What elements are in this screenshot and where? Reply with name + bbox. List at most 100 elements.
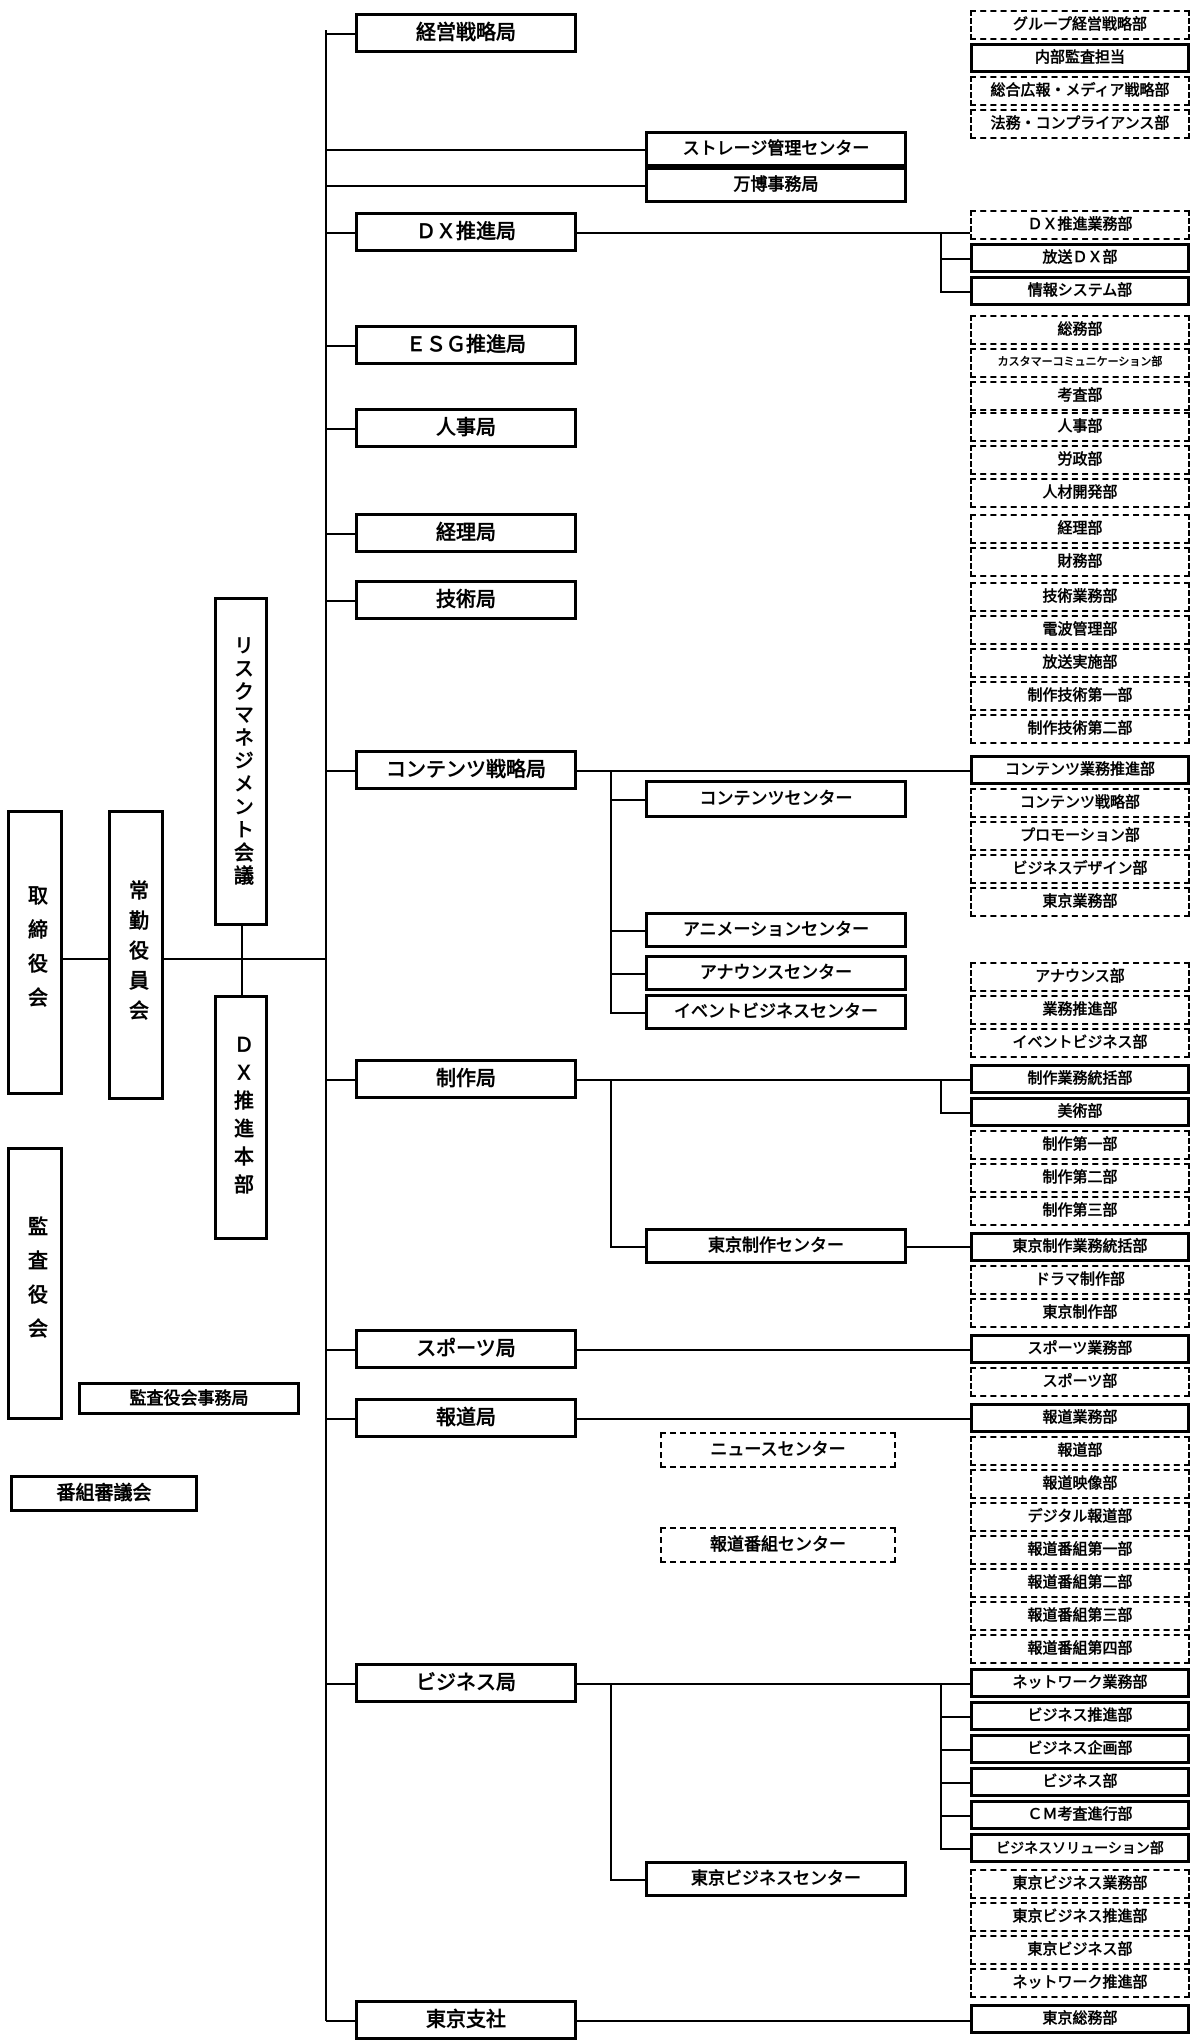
org-box-joho-system-bu: 情報システム部 xyxy=(970,276,1190,306)
connector-line xyxy=(610,930,645,932)
org-box-contents-center: コンテンツセンター xyxy=(645,780,907,818)
org-box-bijutsu-bu: 美術部 xyxy=(970,1097,1190,1127)
org-box-hodo-eizo-bu: 報道映像部 xyxy=(970,1469,1190,1499)
connector-line xyxy=(63,958,326,960)
org-box-news-center: ニュースセンター xyxy=(660,1432,896,1468)
connector-line xyxy=(610,973,645,975)
connector-line xyxy=(326,149,645,151)
org-box-hodo-bu: 報道部 xyxy=(970,1436,1190,1466)
org-box-tokyo-seisaku-center: 東京制作センター xyxy=(645,1228,907,1264)
connector-line xyxy=(610,1683,612,1879)
org-box-hodo-bangumi-center: 報道番組センター xyxy=(660,1527,896,1563)
org-box-contents-gyomu-suishin-bu: コンテンツ業務推進部 xyxy=(970,755,1190,785)
connector-line xyxy=(326,428,355,430)
org-box-tokyo-business-gyomu-bu: 東京ビジネス業務部 xyxy=(970,1869,1190,1899)
org-box-seisaku-dai1-bu: 制作第一部 xyxy=(970,1130,1190,1160)
connector-line xyxy=(326,345,355,347)
connector-line xyxy=(326,1079,355,1081)
connector-line xyxy=(326,2020,355,2022)
org-box-gijutsu-gyomu-bu: 技術業務部 xyxy=(970,582,1190,612)
org-box-hoso-jisshi-bu: 放送実施部 xyxy=(970,648,1190,678)
org-box-tokyo-seisaku-gyomu-tokatsu-bu: 東京制作業務統括部 xyxy=(970,1232,1190,1262)
connector-line xyxy=(940,232,942,291)
org-box-business-kyoku: ビジネス局 xyxy=(355,1663,577,1703)
connector-line xyxy=(940,1716,970,1718)
connector-line xyxy=(940,291,970,293)
connector-line xyxy=(241,926,243,995)
org-box-network-gyomu-bu: ネットワーク業務部 xyxy=(970,1668,1190,1698)
org-box-keiri-kyoku: 経理局 xyxy=(355,513,577,553)
connector-line xyxy=(610,1079,612,1246)
org-box-seisaku-gyomu-tokatsu-bu: 制作業務統括部 xyxy=(970,1064,1190,1094)
org-box-kansayakukai: 監査役会 xyxy=(7,1147,63,1420)
org-box-banpaku-jimukyoku: 万博事務局 xyxy=(645,167,907,203)
org-box-keiei-senryaku-kyoku: 経営戦略局 xyxy=(355,13,577,53)
connector-line xyxy=(326,185,645,187)
connector-line xyxy=(325,30,327,2021)
org-box-contents-senryaku-kyoku: コンテンツ戦略局 xyxy=(355,750,577,790)
connector-line xyxy=(326,600,355,602)
connector-line xyxy=(577,232,970,234)
connector-line xyxy=(940,1815,970,1817)
connector-line xyxy=(326,1683,355,1685)
org-box-business-suishin-bu: ビジネス推進部 xyxy=(970,1701,1190,1731)
connector-line xyxy=(577,1079,970,1081)
org-box-storage-kanri-center: ストレージ管理センター xyxy=(645,131,907,167)
org-box-business-solution-bu: ビジネスソリューション部 xyxy=(970,1833,1190,1863)
org-box-promotion-bu: プロモーション部 xyxy=(970,821,1190,851)
org-box-kansayakukai-jimukyoku: 監査役会事務局 xyxy=(78,1382,300,1415)
connector-line xyxy=(326,533,355,535)
org-box-hodo-bangumi-dai3-bu: 報道番組第三部 xyxy=(970,1601,1190,1631)
connector-line xyxy=(940,1848,970,1850)
connector-line xyxy=(326,770,355,772)
org-box-hodo-bangumi-dai1-bu: 報道番組第一部 xyxy=(970,1535,1190,1565)
connector-line xyxy=(940,258,970,260)
org-box-zaimu-bu: 財務部 xyxy=(970,547,1190,577)
org-box-dx-suishin-gyomu-bu: ＤＸ推進業務部 xyxy=(970,210,1190,240)
org-box-seisaku-gijutsu-dai2-bu: 制作技術第二部 xyxy=(970,714,1190,744)
org-box-hoso-dx-bu: 放送ＤＸ部 xyxy=(970,243,1190,273)
org-box-denpa-kanri-bu: 電波管理部 xyxy=(970,615,1190,645)
org-box-torishimariyakukai: 取締役会 xyxy=(7,810,63,1095)
org-box-network-suishin-bu: ネットワーク推進部 xyxy=(970,1968,1190,1998)
connector-line xyxy=(940,1749,970,1751)
org-box-event-business-bu: イベントビジネス部 xyxy=(970,1028,1190,1058)
org-box-tokyo-somu-bu: 東京総務部 xyxy=(970,2004,1190,2034)
org-box-seisaku-dai2-bu: 制作第二部 xyxy=(970,1163,1190,1193)
org-box-tokyo-business-center: 東京ビジネスセンター xyxy=(645,1861,907,1897)
org-box-tokyo-business-bu: 東京ビジネス部 xyxy=(970,1935,1190,1965)
org-box-kosa-bu: 考査部 xyxy=(970,381,1190,411)
org-box-sogo-koho-media-senryaku-bu: 総合広報・メディア戦略部 xyxy=(970,76,1190,106)
org-box-naibu-kansa-tanto: 内部監査担当 xyxy=(970,43,1190,73)
org-box-sports-kyoku: スポーツ局 xyxy=(355,1329,577,1369)
org-box-jinji-bu: 人事部 xyxy=(970,412,1190,442)
org-box-hodo-bangumi-dai4-bu: 報道番組第四部 xyxy=(970,1634,1190,1664)
connector-line xyxy=(577,2020,970,2022)
connector-line xyxy=(907,1246,970,1248)
org-box-animation-center: アニメーションセンター xyxy=(645,912,907,948)
connector-line xyxy=(577,770,970,772)
connector-line xyxy=(326,1418,355,1420)
connector-line xyxy=(577,1683,970,1685)
org-box-tokyo-seisaku-bu: 東京制作部 xyxy=(970,1298,1190,1328)
org-box-contents-senryaku-bu: コンテンツ戦略部 xyxy=(970,788,1190,818)
connector-line xyxy=(577,1349,970,1351)
org-box-sports-bu: スポーツ部 xyxy=(970,1367,1190,1397)
org-box-seisaku-dai3-bu: 制作第三部 xyxy=(970,1196,1190,1226)
connector-line xyxy=(610,799,645,801)
org-box-homu-compliance-bu: 法務・コンプライアンス部 xyxy=(970,109,1190,139)
org-box-keiri-bu: 経理部 xyxy=(970,514,1190,544)
org-box-dx-suishin-honbu: ＤＸ推進本部 xyxy=(214,995,268,1240)
org-box-jokin-yakuinkai: 常勤役員会 xyxy=(108,810,164,1100)
org-box-announce-center: アナウンスセンター xyxy=(645,955,907,991)
org-box-risk-management-kaigi: リスクマネジメント会議 xyxy=(214,597,268,926)
connector-line xyxy=(940,1782,970,1784)
org-box-drama-seisaku-bu: ドラマ制作部 xyxy=(970,1265,1190,1295)
org-box-seisaku-kyoku: 制作局 xyxy=(355,1059,577,1099)
connector-line xyxy=(577,1418,970,1420)
org-box-customer-communication-bu: カスタマーコミュニケーション部 xyxy=(970,348,1190,378)
connector-line xyxy=(940,1112,970,1114)
org-box-sports-gyomu-bu: スポーツ業務部 xyxy=(970,1334,1190,1364)
org-box-tokyo-shisha: 東京支社 xyxy=(355,2000,577,2040)
org-box-rosei-bu: 労政部 xyxy=(970,445,1190,475)
